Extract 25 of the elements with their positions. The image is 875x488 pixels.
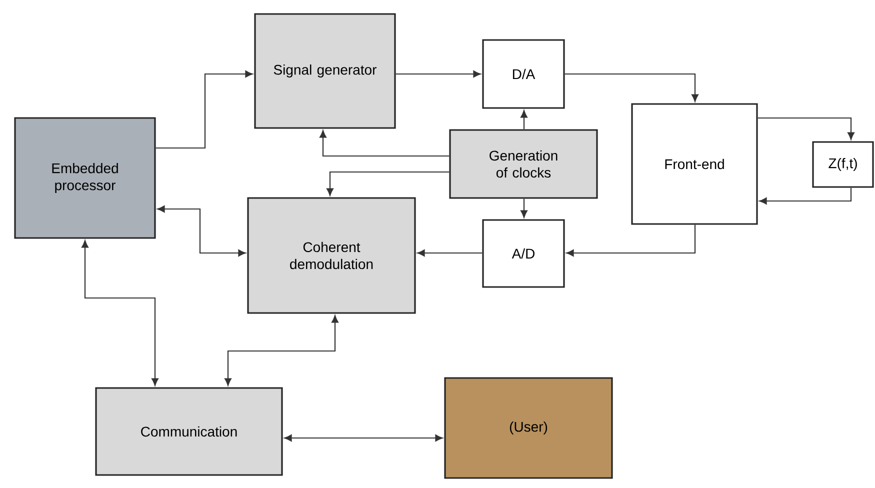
process-box: (User) <box>444 377 613 479</box>
arrow <box>759 188 852 204</box>
process-box: Coherent demodulation <box>247 197 416 314</box>
process-box: Generation of clocks <box>449 129 598 199</box>
process-box: Embedded processor <box>14 117 156 239</box>
arrow <box>396 70 481 78</box>
arrow <box>520 110 528 130</box>
process-box: Z(f,t) <box>812 141 874 188</box>
arrow <box>157 206 246 256</box>
arrow <box>758 117 854 140</box>
arrow <box>520 198 528 218</box>
arrow <box>326 171 450 196</box>
arrow <box>284 434 443 442</box>
process-box: D/A <box>482 39 565 109</box>
arrow <box>417 250 482 256</box>
process-box: A/D <box>482 219 565 288</box>
process-box: Signal generator <box>254 13 396 129</box>
process-box: Communication <box>95 387 283 476</box>
process-box: Front-end <box>631 103 758 225</box>
arrow <box>320 130 450 157</box>
arrow <box>224 315 338 386</box>
arrow <box>156 70 253 149</box>
arrow <box>564 73 698 102</box>
arrow <box>566 224 696 256</box>
arrow <box>82 240 158 386</box>
